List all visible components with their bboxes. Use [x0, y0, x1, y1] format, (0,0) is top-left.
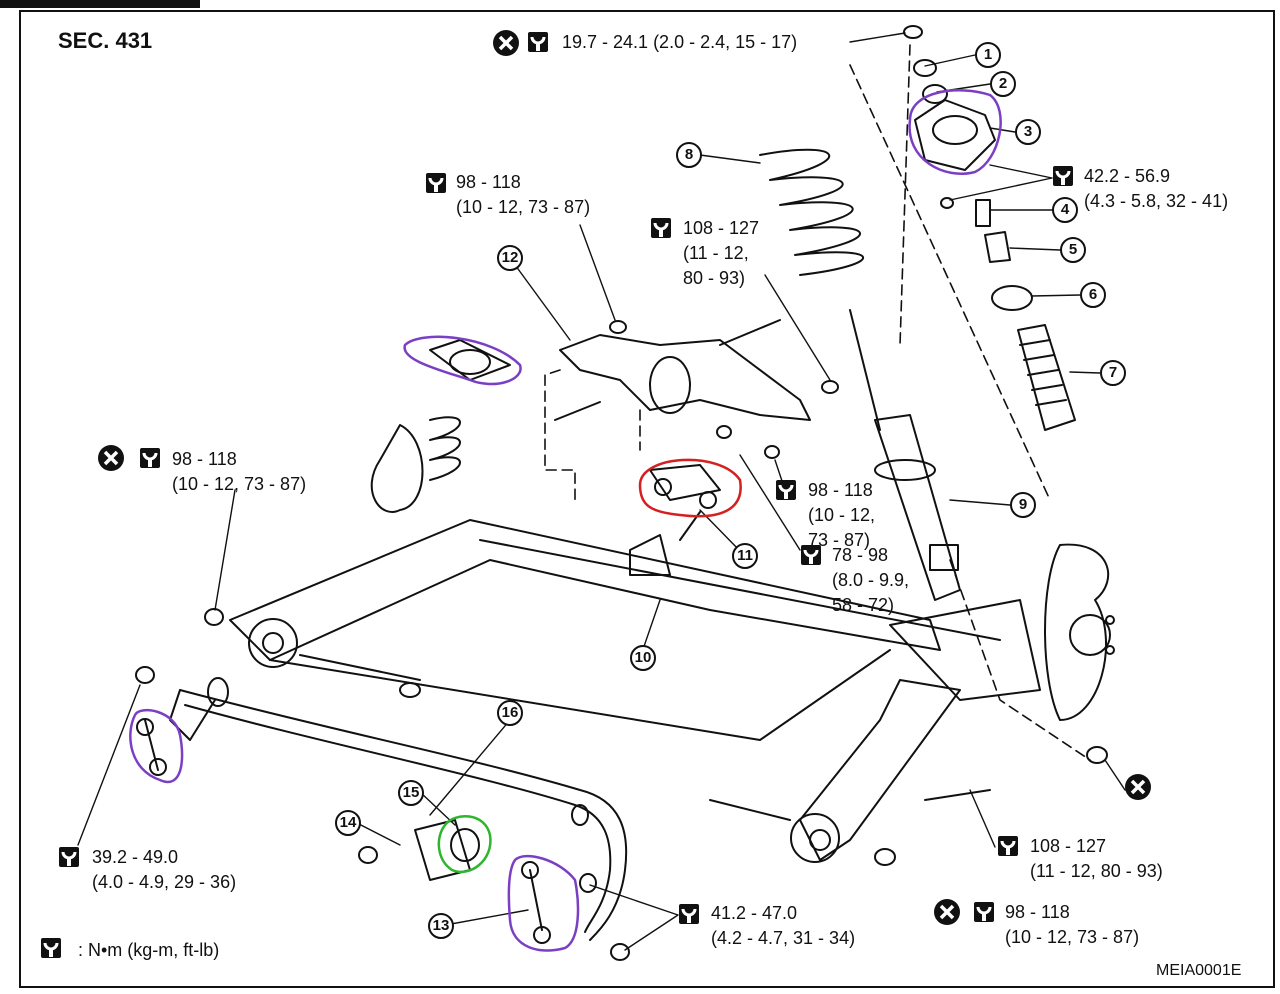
wrench-torque-icon — [1053, 166, 1073, 186]
wrench-torque-icon — [528, 32, 548, 52]
wrench-torque-icon — [998, 836, 1018, 856]
callout-6: 6 — [1080, 282, 1106, 308]
assembly-lines — [544, 44, 1091, 761]
do-not-reuse-icon — [934, 899, 960, 925]
wrench-torque-icon — [679, 904, 699, 924]
do-not-reuse-icon — [493, 30, 519, 56]
figure-code: MEIA0001E — [1156, 962, 1242, 979]
rear-subframe — [204, 519, 1001, 741]
stabilizer-links — [135, 666, 630, 961]
torque-lower-arm-outer: 98 - 118 (10 - 12, 73 - 87) — [1005, 902, 1140, 947]
torque-lower-arm-inner: 108 - 127 (11 - 12, 80 - 93) — [1030, 836, 1163, 881]
do-not-reuse-icon — [98, 445, 124, 471]
header-bar — [0, 0, 200, 8]
callout-13: 13 — [428, 913, 454, 939]
stabilizer-bar — [169, 677, 628, 941]
upper-arm — [554, 319, 839, 421]
callout-5: 5 — [1060, 237, 1086, 263]
callout-2: 2 — [990, 71, 1016, 97]
coil-spring — [759, 148, 864, 276]
highlights — [129, 89, 1002, 952]
callout-10: 10 — [630, 645, 656, 671]
shock-absorber — [849, 309, 961, 601]
section-number: SEC. 431 — [58, 28, 153, 53]
torque-stab-link-left: 39.2 - 49.0 (4.0 - 4.9, 29 - 36) — [92, 847, 237, 892]
diagram-frame — [19, 10, 1275, 988]
callout-14: 14 — [335, 810, 361, 836]
torque-top-nut: 19.7 - 24.1 (2.0 - 2.4, 15 - 17) — [562, 32, 798, 52]
wrench-torque-icon — [801, 545, 821, 565]
right-lower-arm — [709, 679, 991, 866]
right-knuckle — [889, 543, 1115, 764]
callout-12: 12 — [497, 245, 523, 271]
lateral-link — [649, 425, 780, 541]
wrench-torque-icon — [59, 847, 79, 867]
torque-upper-mount: 42.2 - 56.9 (4.3 - 5.8, 32 - 41) — [1084, 166, 1229, 211]
callout-1: 1 — [975, 42, 1001, 68]
upper-strut-stack — [903, 25, 1076, 431]
callout-4: 4 — [1052, 197, 1078, 223]
wrench-torque-icon — [776, 480, 796, 500]
callout-11: 11 — [732, 543, 758, 569]
torque-link11-upper: 98 - 118 (10 - 12, 73 - 87) — [808, 480, 876, 550]
callout-16: 16 — [497, 700, 523, 726]
torque-link11-lower: 78 - 98 (8.0 - 9.9, 58 - 72) — [832, 545, 910, 615]
left-strut-assembly — [370, 339, 511, 513]
wrench-torque-icon — [651, 218, 671, 238]
wrench-torque-icon — [426, 173, 446, 193]
torque-left-knuckle: 98 - 118 (10 - 12, 73 - 87) — [172, 449, 307, 494]
torque-stab-link-right: 41.2 - 47.0 (4.2 - 4.7, 31 - 34) — [711, 903, 856, 948]
torque-arm12-rear: 108 - 127 (11 - 12, 80 - 93) — [683, 218, 760, 288]
wrench-torque-icon — [41, 938, 61, 958]
wrench-torque-icon — [140, 448, 160, 468]
callout-3: 3 — [1015, 119, 1041, 145]
callout-15: 15 — [398, 780, 424, 806]
legend-text: : N•m (kg-m, ft-lb) — [78, 940, 220, 960]
callout-9: 9 — [1010, 492, 1036, 518]
torque-arm12-front: 98 - 118 (10 - 12, 73 - 87) — [456, 172, 591, 217]
wrench-torque-icon — [974, 902, 994, 922]
callout-8: 8 — [676, 142, 702, 168]
do-not-reuse-icon — [1125, 774, 1151, 800]
callout-7: 7 — [1100, 360, 1126, 386]
